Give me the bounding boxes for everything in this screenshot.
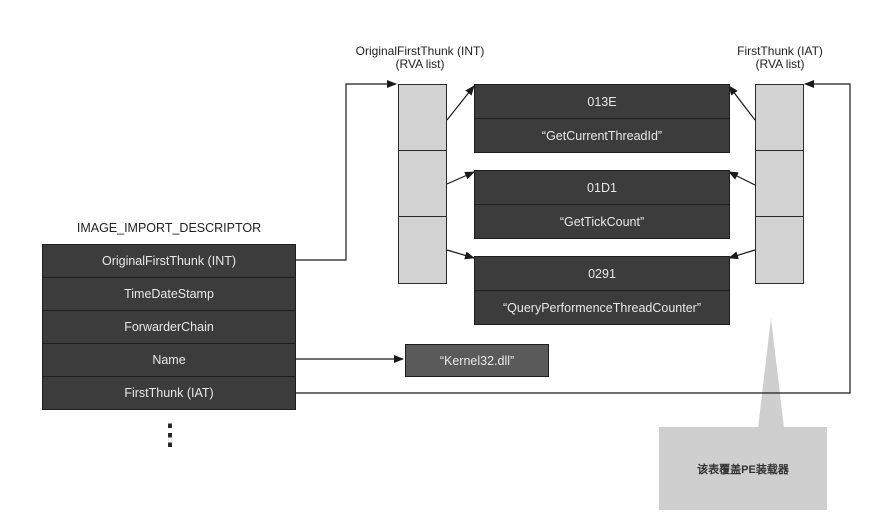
- int-column-title: OriginalFirstThunk (INT): [355, 44, 485, 58]
- iat-cell-3: [755, 216, 804, 284]
- arrow-int-3: [446, 249, 475, 260]
- int-cell-1: [398, 84, 447, 152]
- callout-pointer: [758, 318, 784, 428]
- callout-box: [659, 427, 827, 510]
- int-column-subtitle: (RVA list): [395, 57, 445, 71]
- hint-value: 01D1: [474, 170, 730, 205]
- descriptor-field-name: Name: [42, 343, 296, 377]
- descriptor-field-time-date-stamp: TimeDateStamp: [42, 277, 296, 311]
- descriptor-field-forwarder-chain: ForwarderChain: [42, 310, 296, 344]
- arrow-iat-descriptor-to-iat-list: [296, 80, 851, 394]
- arrow-int-descriptor-to-int-list: [296, 80, 397, 261]
- ellipsis-more-descriptors: ⋮: [156, 419, 184, 450]
- callout-text: 该表覆盖PE装载器: [697, 464, 789, 476]
- function-name: “QueryPerformenceThreadCounter”: [474, 290, 730, 325]
- arrow-int-2: [446, 171, 475, 185]
- hint-value: 0291: [474, 256, 730, 291]
- iat-column-subtitle: (RVA list): [755, 57, 805, 71]
- iat-cell-2: [755, 150, 804, 218]
- function-name: “GetTickCount”: [474, 204, 730, 239]
- function-name: “GetCurrentThreadId”: [474, 118, 730, 153]
- arrow-iat-2: [728, 171, 756, 186]
- descriptor-field-original-first-thunk: OriginalFirstThunk (INT): [42, 244, 296, 278]
- hint-value: 013E: [474, 84, 730, 119]
- int-cell-3: [398, 216, 447, 284]
- iat-cell-1: [755, 84, 804, 152]
- descriptor-field-first-thunk: FirstThunk (IAT): [42, 376, 296, 410]
- iat-column-title: FirstThunk (IAT): [737, 44, 823, 58]
- arrow-iat-1: [728, 85, 756, 121]
- int-cell-2: [398, 150, 447, 218]
- arrow-iat-3: [728, 249, 756, 260]
- descriptor-title: IMAGE_IMPORT_DESCRIPTOR: [76, 221, 262, 235]
- arrow-int-1: [446, 85, 475, 121]
- dll-name-box: “Kernel32.dll”: [405, 344, 549, 377]
